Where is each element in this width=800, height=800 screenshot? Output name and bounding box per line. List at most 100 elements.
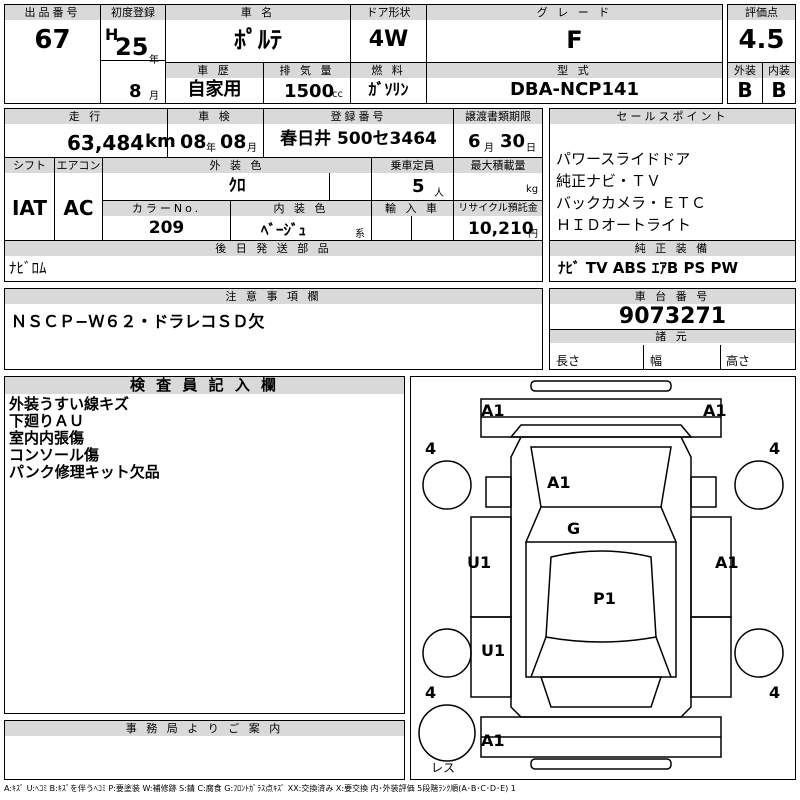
shift: IAT xyxy=(11,196,47,220)
tire-rear-right: 4 xyxy=(769,683,781,702)
color-no: 209 xyxy=(148,218,185,238)
tire-front-left: 4 xyxy=(425,439,437,458)
fuel-cell: 燃 料 ｶﾞｿﾘﾝ xyxy=(350,62,427,104)
divider xyxy=(329,173,330,201)
damage-hood: A1 xyxy=(547,473,571,492)
sales-point: バックカメラ・ＥＴＣ xyxy=(556,194,707,212)
tire-front-right: 4 xyxy=(769,439,781,458)
transfer-month: 6 xyxy=(468,131,481,152)
score: 4.5 xyxy=(738,25,785,55)
score-cell: 評価点 4.5 xyxy=(727,4,796,63)
recycle: 10,210 xyxy=(468,219,534,239)
history: 自家用 xyxy=(187,79,242,100)
later-parts-label: 後 日 発 送 部 品 xyxy=(5,241,542,256)
color-no-label: カラーNo. xyxy=(103,201,230,216)
car-name-cell: 車 名 ﾎﾟﾙﾃ xyxy=(165,4,351,63)
ac-cell: エアコン AC xyxy=(54,157,103,241)
inspection-year-unit: 年 xyxy=(206,143,216,154)
damage-front-right: A1 xyxy=(703,401,727,420)
interior-color-label: 内 装 色 xyxy=(231,201,371,216)
color: ｸﾛ xyxy=(228,176,246,196)
recycle-label: リサイクル預託金 xyxy=(454,201,542,216)
damage-left-rear: U1 xyxy=(481,641,506,660)
shift-label: シフト xyxy=(5,158,54,173)
exterior-grade: B xyxy=(737,78,753,102)
chassis-cell: 車 台 番 号 9073271 xyxy=(549,288,796,330)
mileage: 63,484 xyxy=(67,131,145,155)
door-cell: ドア形状 4W xyxy=(350,4,427,63)
later-parts-cell: 後 日 発 送 部 品 ﾅﾋﾞﾛﾑ xyxy=(4,240,543,282)
lot-number: 67 xyxy=(34,25,71,55)
damage-rear-left: A1 xyxy=(481,731,505,750)
transfer-day-unit: 日 xyxy=(526,143,536,154)
color-cell: 外 装 色 ｸﾛ xyxy=(102,157,372,201)
later-parts: ﾅﾋﾞﾛﾑ xyxy=(9,259,47,277)
caution-cell: 注 意 事 項 欄 ＮＳＣＰ−Ｗ６２・ドラレコＳＤ欠 xyxy=(4,288,543,370)
inspection-month-unit: 月 xyxy=(247,143,257,154)
chassis-number: 9073271 xyxy=(618,304,727,329)
car-name: ﾎﾟﾙﾃ xyxy=(234,26,282,54)
tire-rear-left: 4 xyxy=(425,683,437,702)
import-label: 輸 入 車 xyxy=(372,201,453,216)
interior-color-cell: 内 装 色 ﾍﾞｰｼﾞｭ 系 xyxy=(230,200,372,241)
history-label: 車 歴 xyxy=(166,63,263,78)
interior-cell: 内装 B xyxy=(762,62,796,104)
damage-roof: G xyxy=(567,519,581,538)
first-reg-label: 初度登録 xyxy=(101,5,165,20)
displacement-unit: cc xyxy=(332,89,343,100)
inspection-label: 車 検 xyxy=(168,109,263,124)
transfer-month-unit: 月 xyxy=(484,143,494,154)
inspector-note: コンソール傷 xyxy=(9,446,100,464)
color-label: 外 装 色 xyxy=(103,158,371,173)
divider xyxy=(411,216,412,241)
caution-label: 注 意 事 項 欄 xyxy=(5,289,542,304)
sales-cell: セールスポイント パワースライドドア 純正ナビ・ＴＶ バックカメラ・ＥＴＣ ＨＩ… xyxy=(549,108,796,241)
sales-point: ＨＩＤオートライト xyxy=(556,216,692,234)
recycle-unit: 円 xyxy=(528,229,538,240)
import-cell: 輸 入 車 xyxy=(371,200,454,241)
sales-point: 純正ナビ・ＴＶ xyxy=(556,172,662,190)
car-name-label: 車 名 xyxy=(166,5,350,20)
divider xyxy=(720,345,721,370)
equipment-cell: 純 正 装 備 ﾅﾋﾞ TV ABS ｴｱB PS PW xyxy=(549,240,796,282)
model-cell: 型 式 DBA-NCP141 xyxy=(426,62,723,104)
divider xyxy=(100,60,166,61)
plate-cell: 登録番号 春日井 500セ3464 xyxy=(263,108,454,158)
plate: 春日井 500セ3464 xyxy=(280,129,437,149)
spare-tire: レス xyxy=(431,761,456,775)
capacity-label: 乗車定員 xyxy=(372,158,453,173)
door-label: ドア形状 xyxy=(351,5,426,20)
model-label: 型 式 xyxy=(427,63,722,78)
color-no-cell: カラーNo. 209 xyxy=(102,200,231,241)
first-reg-month: 8 xyxy=(129,81,142,102)
capacity: 5 xyxy=(412,176,425,197)
model: DBA-NCP141 xyxy=(509,79,640,100)
grade: F xyxy=(566,26,583,54)
damage-front-left: A1 xyxy=(481,401,505,420)
displacement-cell: 排 気 量 1500 cc xyxy=(263,62,351,104)
inspector-cell: 検 査 員 記 入 欄 外装うすい線キズ 下廻りＡＵ 室内内張傷 コンソール傷 … xyxy=(4,376,405,714)
inspector-note: 外装うすい線キズ xyxy=(9,395,130,413)
car-diagram: A1 A1 A1 G U1 A1 P1 U1 A1 4 4 4 4 レス xyxy=(410,376,796,780)
inspector-label: 検 査 員 記 入 欄 xyxy=(5,377,404,394)
mileage-label: 走 行 xyxy=(5,109,167,124)
capacity-unit: 人 xyxy=(434,188,444,199)
fuel-label: 燃 料 xyxy=(351,63,426,78)
month-unit: 月 xyxy=(149,91,159,102)
width-label: 幅 xyxy=(650,354,663,368)
first-reg-year: 25 xyxy=(115,33,149,61)
length-label: 長さ xyxy=(556,354,581,368)
interior-label: 内装 xyxy=(763,63,795,78)
load-unit: kg xyxy=(526,184,539,195)
damage-left-front-door: U1 xyxy=(467,553,492,572)
load-cell: 最大積載量 kg xyxy=(453,157,543,201)
transfer-cell: 譲渡書類期限 6 月 30 日 xyxy=(453,108,543,158)
mileage-unit: km xyxy=(145,131,176,152)
office-label: 事 務 局 よ り ご 案 内 xyxy=(5,721,404,736)
lot-cell: 出品番号 67 xyxy=(4,4,101,104)
door-type: 4W xyxy=(368,27,409,52)
legend: A:ｷｽﾞ U:ﾍｺﾐ B:ｷｽﾞを伴うﾍｺﾐ P:要塗装 W:補修跡 S:錆 … xyxy=(4,784,516,793)
inspection-year: 08 xyxy=(180,131,207,153)
recycle-cell: リサイクル預託金 10,210 円 xyxy=(453,200,543,241)
equipment-label: 純 正 装 備 xyxy=(550,241,795,256)
